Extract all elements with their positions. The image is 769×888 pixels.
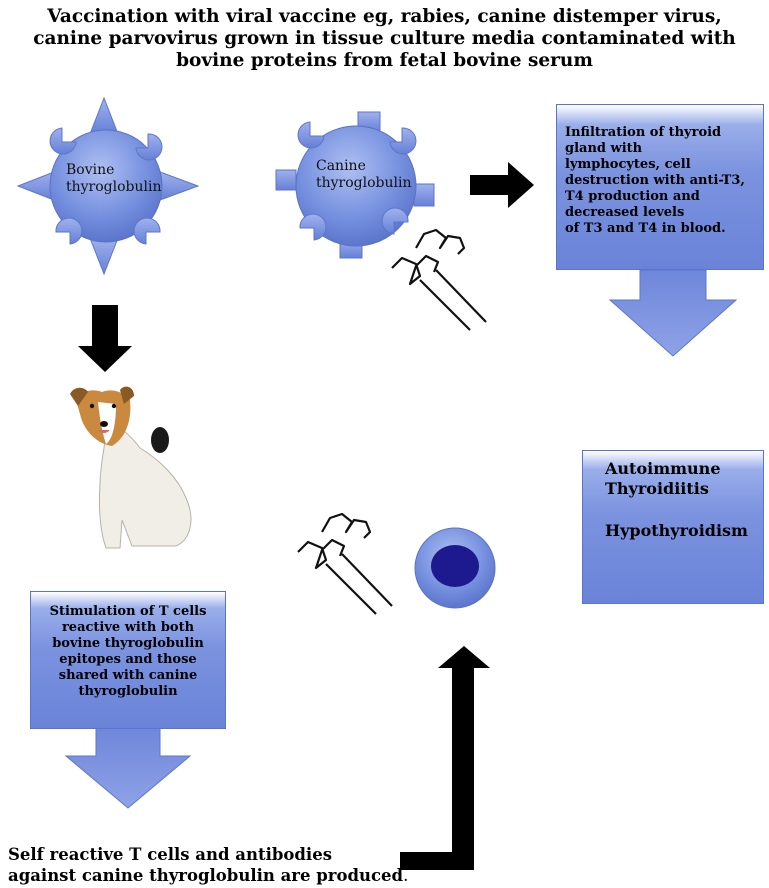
bovine-thyroglobulin-icon — [16, 96, 200, 276]
bottom-line-2: against canine thyroglobulin are produce… — [8, 865, 408, 886]
infiltration-line-4: destruction with anti-T3, — [565, 173, 745, 188]
infiltration-line-5: T4 production and — [565, 189, 700, 204]
outcome-line-2: Thyroidiitis — [605, 479, 709, 498]
bovine-label-line-1: Bovine — [66, 162, 115, 178]
bovine-label-line-2: thyroglobulin — [66, 179, 162, 195]
stimulation-line-5: shared with canine — [58, 668, 198, 683]
bottom-line-1: Self reactive T cells and antibodies — [8, 845, 332, 864]
canine-thyroglobulin-icon — [275, 111, 435, 259]
title-line-1: Vaccination with viral vaccine eg, rabie… — [47, 6, 722, 27]
infiltration-line-7: of T3 and T4 in blood. — [565, 221, 726, 236]
outcome-line-3: Hypothyroidism — [605, 521, 748, 540]
bottom-line-2-text: against canine thyroglobulin are produce… — [8, 866, 404, 885]
bottom-period: . — [403, 866, 409, 885]
outcome-box: Autoimmune Thyroidiitis Hypothyroidism — [582, 450, 764, 604]
infiltration-box: Infiltration of thyroid gland with lymph… — [556, 104, 764, 270]
stimulation-line-2: reactive with both — [61, 620, 195, 635]
diagram-title: Vaccination with viral vaccine eg, rabie… — [0, 6, 769, 72]
arrow-up-icon — [400, 646, 490, 870]
arrow-right-icon — [470, 162, 534, 208]
canine-label-line-2: thyroglobulin — [316, 175, 412, 191]
bovine-thyroglobulin-label: Bovine thyroglobulin — [66, 162, 162, 196]
arrow-down-icon — [78, 305, 132, 372]
stimulation-line-1: Stimulation of T cells — [49, 604, 207, 619]
stimulation-line-3: bovine thyroglobulin — [52, 636, 204, 651]
title-line-2: canine parvovirus grown in tissue cultur… — [33, 28, 736, 49]
infiltration-line-3: lymphocytes, cell — [565, 157, 691, 172]
infiltration-line-6: decreased levels — [565, 205, 685, 220]
infiltration-line-1: Infiltration of thyroid — [565, 125, 722, 140]
title-line-3: bovine proteins from fetal bovine serum — [176, 50, 593, 71]
outcome-line-1: Autoimmune — [605, 459, 721, 478]
infiltration-line-2: gland with — [565, 141, 643, 156]
bottom-caption: Self reactive T cells and antibodies aga… — [8, 844, 408, 886]
blue-arrow-down-icon — [64, 727, 192, 809]
stimulation-line-6: thyroglobulin — [78, 684, 178, 699]
antibody-icon — [391, 228, 487, 331]
stimulation-box: Stimulation of T cells reactive with bot… — [30, 591, 226, 729]
canine-thyroglobulin-label: Canine thyroglobulin — [316, 158, 412, 192]
t-cell-icon — [414, 527, 496, 609]
dog-image — [70, 386, 192, 549]
stimulation-line-4: epitopes and those — [59, 652, 197, 667]
canine-label-line-1: Canine — [316, 158, 366, 174]
blue-arrow-down-icon — [608, 269, 738, 357]
antibody-icon — [297, 512, 393, 615]
